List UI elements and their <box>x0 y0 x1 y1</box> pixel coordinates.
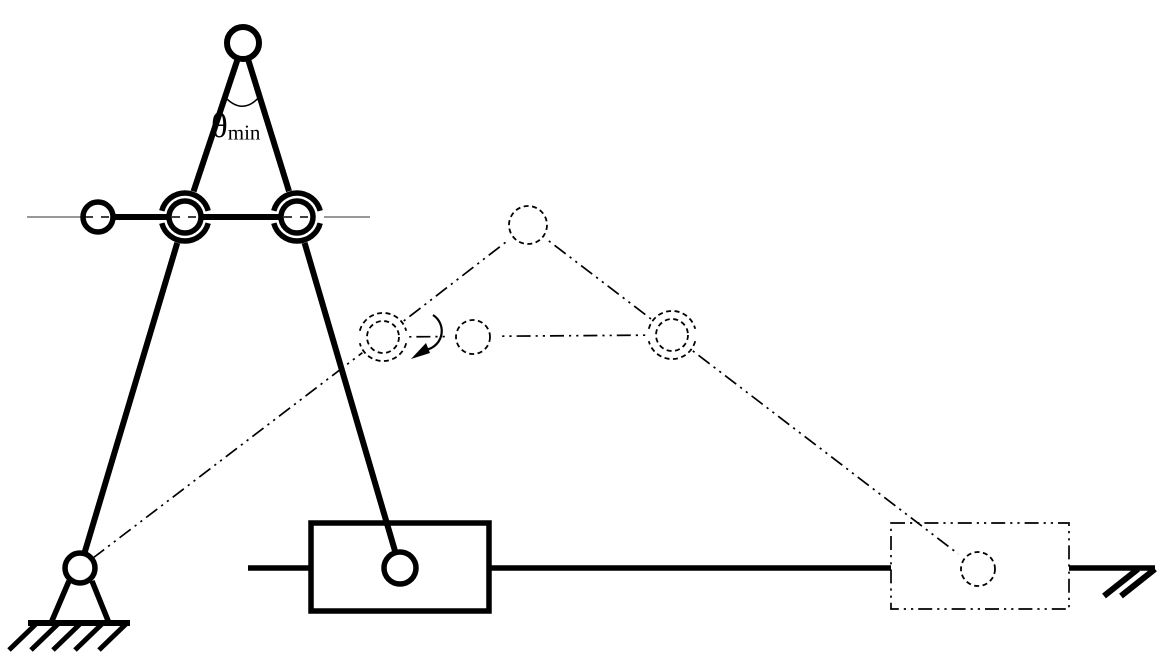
phantom-rocker-link <box>92 336 384 559</box>
phantom-pin-left <box>366 320 400 354</box>
pin-joint-right <box>278 198 316 236</box>
pivot-leg-right <box>89 579 112 625</box>
upper-link-right <box>240 42 300 218</box>
ground-hatch-right <box>1102 566 1157 599</box>
phantom-upper-right <box>527 224 673 336</box>
phantom-connecting-rod <box>671 334 979 570</box>
ground-hatch-left <box>7 620 130 652</box>
theta-symbol: θ <box>211 106 228 145</box>
solid-mechanism <box>7 24 1157 652</box>
rocker-link <box>77 216 188 569</box>
phantom-slider-pin <box>960 551 996 587</box>
phantom-upper-left <box>382 224 529 338</box>
apex-joint <box>224 24 262 62</box>
rotation-arrow <box>411 314 443 359</box>
joint-outer-rings <box>159 190 323 244</box>
phantom-pin-small <box>455 319 491 355</box>
pivot-leg-left <box>48 579 72 625</box>
fixed-pivot-pin <box>62 550 98 586</box>
phantom-apex-joint <box>508 205 548 245</box>
theta-min-arc <box>223 94 262 108</box>
slider-pin <box>381 549 419 587</box>
upper-link-left <box>182 42 246 218</box>
phantom-outer-rings <box>358 310 697 362</box>
connecting-rod <box>294 216 403 569</box>
pin-joint-small <box>80 199 116 235</box>
phantom-pin-right <box>655 318 689 352</box>
theta-subscript: min <box>227 120 261 145</box>
theta-min-label: θmin <box>211 108 260 144</box>
phantom-bar-link <box>382 334 673 338</box>
pin-joint-left <box>166 198 204 236</box>
phantom-mechanism <box>92 200 1070 610</box>
